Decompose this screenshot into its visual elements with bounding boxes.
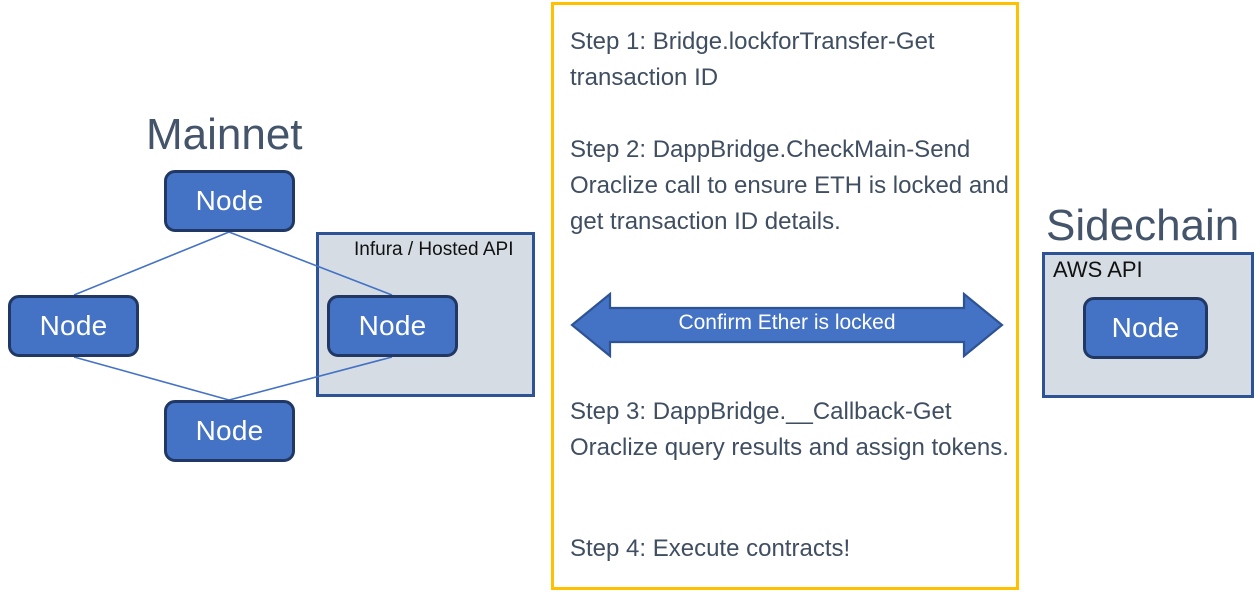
mainnet-node-bottom[interactable]: Node (164, 400, 295, 462)
double-headed-arrow-icon (570, 291, 1004, 359)
node-label: Node (358, 310, 427, 341)
steps-panel (551, 2, 1019, 590)
infura-hosted-api-label: Infura / Hosted API (354, 239, 514, 260)
step-1-text: Step 1: Bridge.lockforTransfer-Get trans… (570, 28, 935, 91)
node-label: Node (39, 310, 108, 341)
mainnet-title: Mainnet (146, 110, 303, 159)
mainnet-node-left[interactable]: Node (8, 295, 139, 357)
aws-api-label: AWS API (1053, 257, 1143, 282)
confirm-ether-arrow (570, 291, 1004, 359)
step-3-text: Step 3: DappBridge.__Callback-Get Oracli… (570, 398, 1009, 461)
sidechain-node[interactable]: Node (1083, 297, 1208, 359)
node-label: Node (1111, 312, 1180, 343)
sidechain-title: Sidechain (1046, 201, 1240, 250)
mainnet-node-infura[interactable]: Node (327, 295, 458, 357)
step-4-text: Step 4: Execute contracts! (570, 535, 851, 562)
mainnet-node-top[interactable]: Node (164, 170, 295, 232)
node-label: Node (195, 185, 264, 216)
node-label: Node (195, 415, 264, 446)
step-2-text: Step 2: DappBridge.CheckMain-Send Oracli… (570, 136, 1009, 235)
